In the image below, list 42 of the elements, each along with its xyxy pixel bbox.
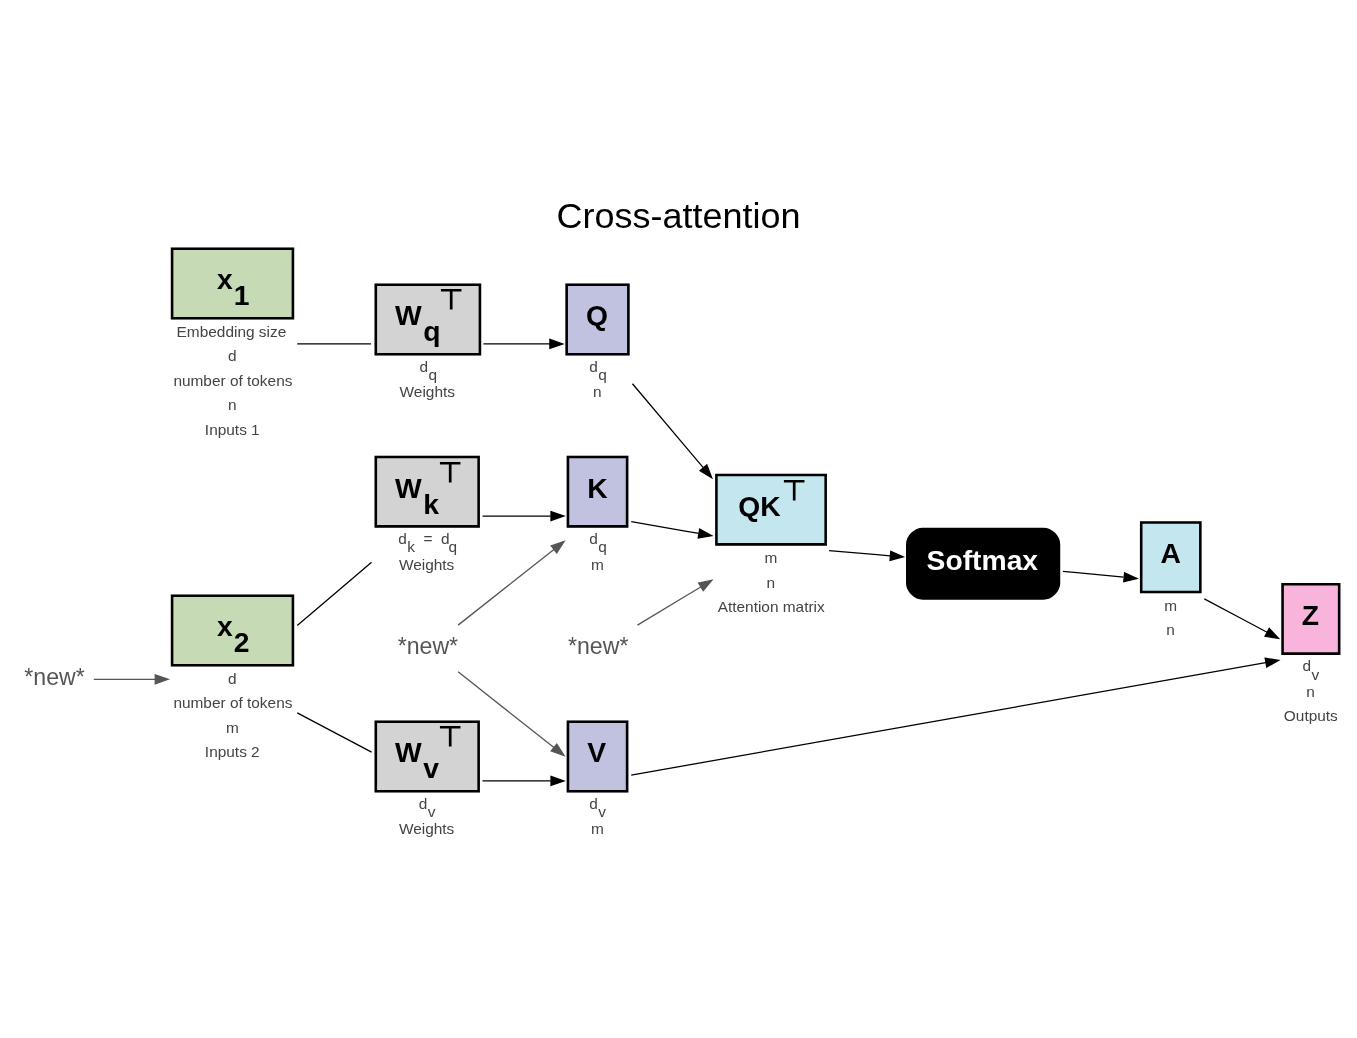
arrow bbox=[482, 338, 565, 350]
node-label: Inputs 1 bbox=[204, 420, 260, 438]
arrow bbox=[630, 521, 714, 539]
arrow bbox=[481, 775, 566, 787]
arrow bbox=[828, 549, 906, 562]
node-label: Inputs 2 bbox=[204, 743, 260, 761]
arrow bbox=[481, 510, 566, 522]
arrow bbox=[1203, 598, 1281, 640]
node-label: m bbox=[591, 820, 604, 838]
arrow bbox=[93, 673, 171, 685]
node-label: Weights bbox=[398, 555, 455, 573]
node-label: n bbox=[766, 573, 776, 591]
node-text: *new* bbox=[24, 664, 85, 690]
arrow bbox=[630, 657, 1281, 776]
node-label: m bbox=[226, 718, 239, 736]
connector bbox=[296, 343, 372, 345]
connector bbox=[296, 561, 373, 627]
node-label: m bbox=[764, 549, 778, 567]
node-label: m bbox=[591, 555, 604, 573]
arrow bbox=[457, 540, 566, 626]
node-text: *new* bbox=[397, 633, 459, 660]
node-label: Outputs bbox=[1283, 707, 1338, 725]
node-label: d bbox=[228, 669, 237, 687]
arrow bbox=[636, 579, 714, 626]
node-text: *new* bbox=[567, 633, 629, 660]
arrow bbox=[457, 671, 566, 757]
node-label: Attention matrix bbox=[717, 597, 825, 615]
node-label: number of tokens bbox=[173, 371, 293, 389]
node-label: n bbox=[1306, 682, 1315, 700]
node-label: number of tokens bbox=[173, 694, 293, 712]
node-label: n bbox=[228, 396, 237, 414]
arrow bbox=[631, 383, 713, 480]
diagram-title: Cross-attention bbox=[556, 195, 801, 237]
node-label: n bbox=[593, 383, 602, 401]
node-label: Weights bbox=[399, 383, 455, 401]
node-label: Weights bbox=[398, 820, 455, 838]
node-label: m bbox=[1164, 596, 1178, 614]
node-label: d bbox=[228, 347, 237, 365]
arrow bbox=[1062, 570, 1139, 583]
connector bbox=[296, 712, 373, 753]
node-label: n bbox=[1166, 621, 1175, 639]
node-label: Embedding size bbox=[176, 322, 287, 340]
